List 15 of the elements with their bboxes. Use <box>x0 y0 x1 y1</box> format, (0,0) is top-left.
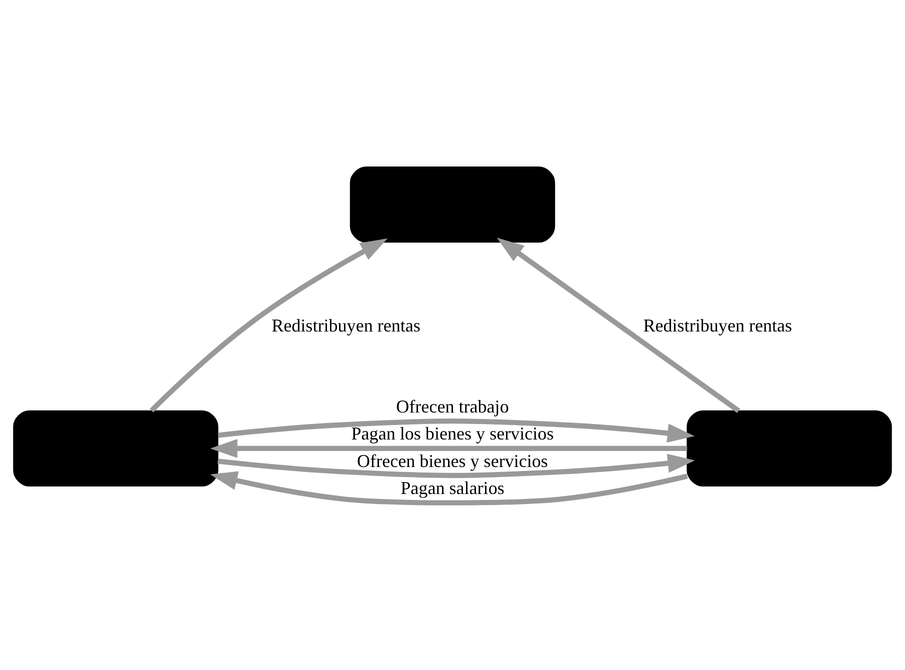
edge-label: Pagan salarios <box>400 478 504 498</box>
node-box <box>350 166 556 243</box>
node-box <box>13 410 218 487</box>
edge-label: Redistribuyen rentas <box>272 315 420 336</box>
edge-label: Pagan los bienes y servicios <box>351 424 554 444</box>
node-box <box>686 410 892 487</box>
edge-label: Redistribuyen rentas <box>643 315 792 336</box>
edge-label: Ofrecen trabajo <box>396 396 509 417</box>
arrow <box>210 438 688 458</box>
arrow <box>150 238 388 412</box>
arrow <box>496 238 740 413</box>
arrow <box>218 418 695 443</box>
arrow <box>218 454 695 478</box>
edge-label: Ofrecen bienes y servicios <box>357 450 548 471</box>
arrow <box>210 471 688 506</box>
